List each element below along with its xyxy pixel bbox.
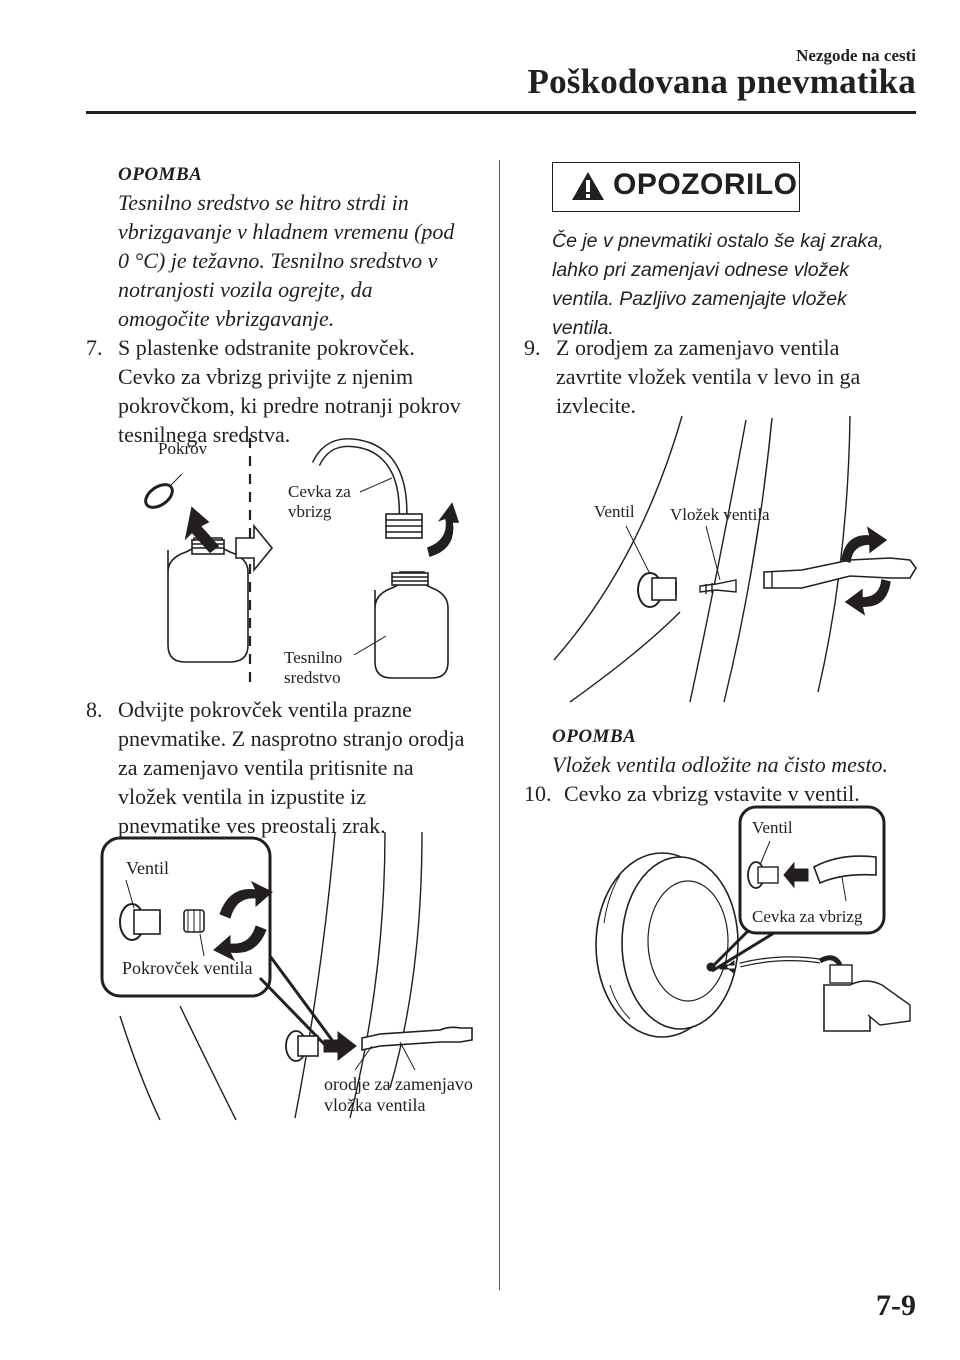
valve-cap-figure: Ventil Pokrovček ventila orodje za zamen… xyxy=(100,831,473,1121)
valve-core-figure: Ventil Vložek ventila xyxy=(553,415,917,703)
warning-box: OPOZORILO xyxy=(552,162,800,212)
note-text: Vložek ventila odložite na čisto mesto. xyxy=(552,752,889,777)
label-cevka: Cevka za vbrizg xyxy=(752,907,863,926)
column-divider xyxy=(499,160,500,1290)
step-9: 9. Z orodjem za zamenjavo ventila zavrti… xyxy=(524,335,861,418)
bottle-figure: Pokrov Cevka za vbrizg Tesnilno sredstvo xyxy=(144,438,460,688)
label-vlozek: Vložek ventila xyxy=(670,505,770,524)
step-7: 7. S plastenke odstranite pokrovček. Cev… xyxy=(86,335,461,447)
label-pokrovcek: Pokrovček ventila xyxy=(122,958,252,978)
label-ventil: Ventil xyxy=(752,818,793,837)
label-tesnilno-1: Tesnilno xyxy=(284,648,342,667)
note-heading: OPOMBA xyxy=(118,164,203,185)
header-divider xyxy=(86,111,916,114)
step-10: 10. Cevko za vbrizg vstavite v ventil. xyxy=(524,781,860,806)
label-pokrov: Pokrov xyxy=(158,439,208,458)
warning-title: OPOZORILO xyxy=(613,168,798,201)
warning-icon xyxy=(572,172,604,200)
note-heading: OPOMBA xyxy=(552,726,637,747)
label-ventil: Ventil xyxy=(126,858,169,878)
label-ventil: Ventil xyxy=(594,502,635,521)
section-name: Nezgode na cesti xyxy=(796,46,916,65)
note-text: Tesnilno sredstvo se hitro strdi in vbri… xyxy=(118,190,455,331)
label-cevka-2: vbrizg xyxy=(288,502,332,521)
hose-insert-figure: Ventil Cevka za vbrizg xyxy=(595,805,911,1038)
label-tesnilno-2: sredstvo xyxy=(284,668,341,687)
label-cevka-1: Cevka za xyxy=(288,482,351,501)
page-title: Poškodovana pnevmatika xyxy=(527,62,916,101)
warning-text: Če je v pnevmatiki ostalo še kaj zraka, … xyxy=(552,230,884,339)
page-number: 7-9 xyxy=(876,1289,916,1322)
label-orodje-1: orodje za zamenjavo xyxy=(324,1074,473,1094)
label-orodje-2: vložka ventila xyxy=(324,1095,425,1115)
step-8: 8. Odvijte pokrovček ventila prazne pnev… xyxy=(86,697,465,838)
